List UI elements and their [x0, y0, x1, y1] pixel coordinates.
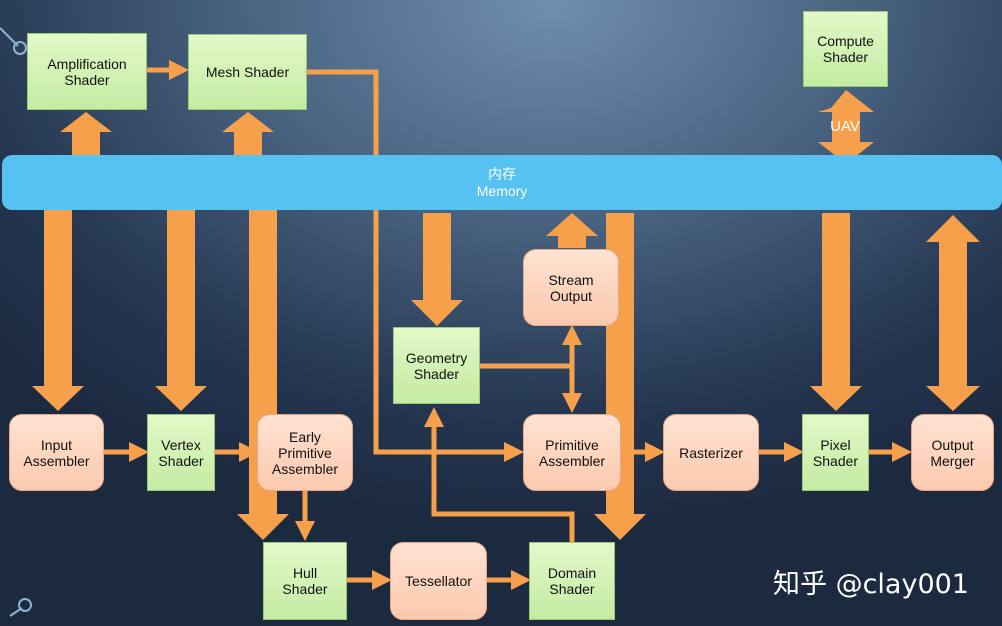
arrow-memory-to-mesh [222, 112, 274, 155]
arrow-uav [818, 90, 874, 164]
early-primitive-assembler: Early Primitive Assembler [257, 414, 353, 491]
vertex-shader: Vertex Shader [147, 414, 215, 491]
hull-shader: Hull Shader [263, 542, 347, 620]
amplification-shader: Amplification Shader [27, 33, 147, 110]
pixel-shader: Pixel Shader [802, 414, 869, 491]
arrow-memory-to-amplification [60, 112, 112, 155]
watermark: 知乎 @clay001 [773, 569, 969, 600]
mesh-shader: Mesh Shader [188, 34, 307, 110]
arrow-domain-to-geometry [424, 407, 575, 542]
input-assembler: Input Assembler [9, 414, 104, 491]
arrow-memory-to-input-assembler [32, 210, 84, 411]
arrow-memory-to-pixel [810, 213, 862, 411]
primitive-assembler: Primitive Assembler [523, 414, 621, 491]
memory-bar: 内存 Memory [2, 155, 1002, 210]
tessellator: Tessellator [390, 542, 487, 620]
stream-output: Stream Output [523, 249, 619, 326]
arrow-output-merger-memory [926, 215, 980, 411]
output-merger: Output Merger [911, 414, 994, 491]
uav-label: UAV [830, 118, 860, 135]
domain-shader: Domain Shader [529, 542, 615, 620]
arrow-geometry-to-primitive [480, 363, 582, 413]
memory-label-zh: 内存 [488, 165, 516, 182]
rasterizer: Rasterizer [663, 414, 759, 491]
arrow-memory-to-vertex [155, 210, 207, 411]
memory-label-en: Memory [476, 182, 528, 199]
geometry-shader: Geometry Shader [393, 327, 480, 404]
arrow-mesh-to-primitive-assembler [307, 69, 524, 462]
compute-shader: Compute Shader [803, 11, 888, 87]
arrow-stream-output-to-memory [546, 213, 598, 248]
arrow-memory-to-geometry [411, 213, 463, 326]
